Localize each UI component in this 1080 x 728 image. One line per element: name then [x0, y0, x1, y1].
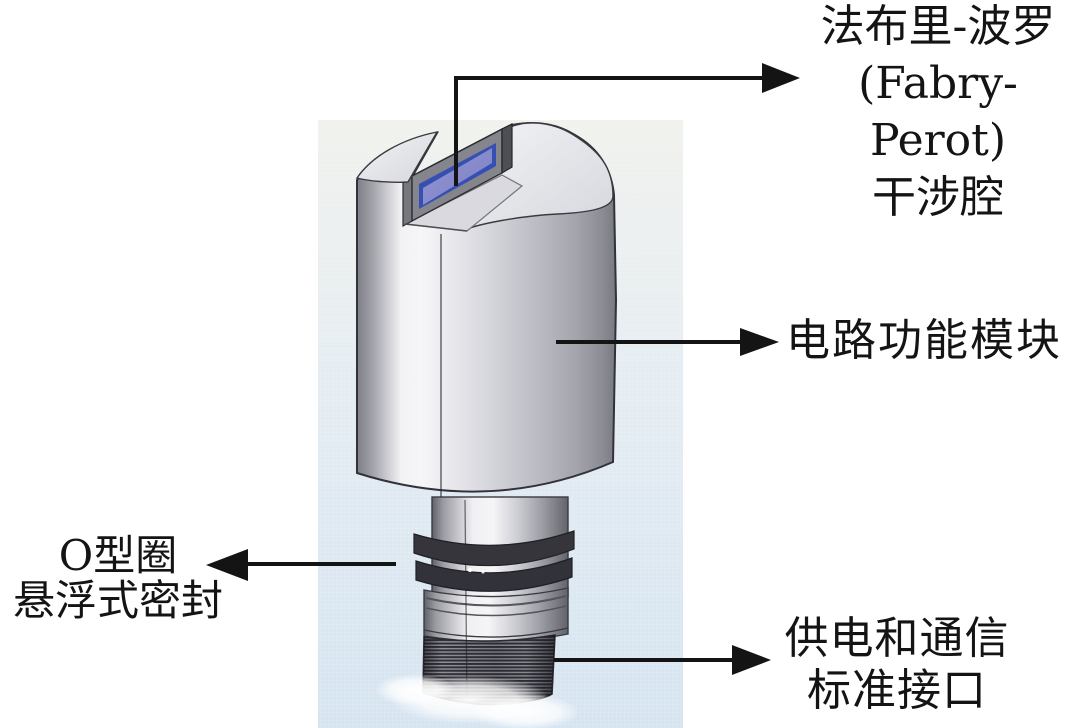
arrow-left-icon: [206, 549, 248, 581]
collar-bottom-edge: [423, 627, 569, 638]
label-text: 干涉腔: [872, 172, 1004, 223]
label-text: 法布里-波罗: [820, 1, 1056, 52]
collar-groove-line: [425, 595, 567, 607]
label-text: 电路功能模块: [786, 315, 1062, 366]
arrow-right-icon: [740, 328, 779, 356]
o-ring-highlight: [481, 570, 485, 574]
o-rings: [413, 530, 575, 592]
label-text: O型圈: [58, 531, 178, 580]
label-power-interface: 供电和通信 标准接口: [768, 613, 1026, 717]
leader-line-fabry-perot: [454, 76, 764, 186]
o-ring-upper: [413, 530, 575, 567]
bottom-glow: [375, 674, 580, 728]
label-text: 供电和通信: [784, 613, 1010, 664]
arrow-right-icon: [762, 63, 800, 93]
label-text: (Fabry-Perot): [858, 58, 1018, 166]
leader-lines: [248, 76, 764, 662]
label-fabry-perot-cavity: 法布里-波罗 (Fabry-Perot) 干涉腔: [792, 0, 1080, 226]
label-text: 标准接口: [807, 665, 987, 716]
arrow-right-icon: [732, 645, 771, 675]
o-ring-lower: [415, 557, 573, 592]
collar-groove-line: [425, 605, 567, 617]
label-oring-seal: O型圈 悬浮式密封: [1, 533, 235, 623]
top-face-left: [355, 131, 439, 183]
sensor-stem: [375, 496, 580, 728]
stem-seam-line: [464, 499, 468, 703]
o-ring-highlight: [467, 567, 473, 573]
sensor-body: [355, 122, 618, 497]
label-text: 悬浮式密封: [12, 576, 223, 625]
label-circuit-module: 电路功能模块: [786, 316, 1080, 366]
plate-right-cap: [501, 123, 513, 175]
notch-front-lip: [404, 223, 468, 232]
arrowheads: [206, 63, 800, 675]
plate-left-cap: [402, 175, 413, 228]
